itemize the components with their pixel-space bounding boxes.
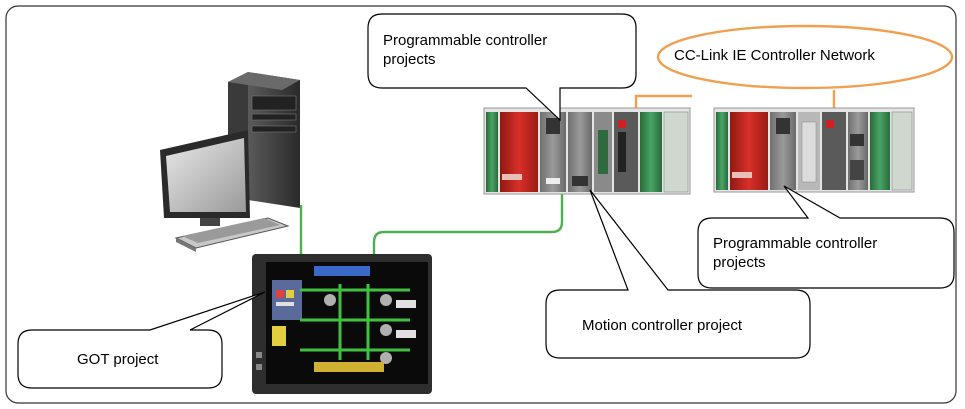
callout-plc-right-shape: [697, 185, 955, 289]
callout-motion-label: Motion controller project: [582, 317, 743, 334]
callout-plc-top-shape: [367, 13, 637, 122]
callout-got-label: GOT project: [77, 351, 159, 368]
callout-motion-shape: [545, 189, 811, 359]
callout-plc-top-line1: Programmable controller: [383, 32, 548, 49]
monitor-icon: [160, 130, 250, 226]
got-panel-icon: [252, 254, 432, 394]
callout-plc-right-label: Programmable controller projects: [713, 234, 943, 272]
network-cables: [634, 90, 836, 110]
plc-rack-icon: [713, 107, 915, 193]
callout-plc-top-label: Programmable controller projects: [383, 31, 633, 69]
callout-plc-top-line2: projects: [383, 51, 436, 68]
network-label: CC-Link IE Controller Network: [674, 47, 875, 64]
callout-plc-right-line1: Programmable controller: [713, 235, 878, 252]
keyboard-icon: [174, 217, 290, 252]
callout-plc-right-line2: projects: [713, 254, 766, 271]
plc-rack-icon: [483, 107, 691, 195]
network-ellipse: [656, 24, 954, 90]
callout-got-shape: [17, 291, 266, 389]
